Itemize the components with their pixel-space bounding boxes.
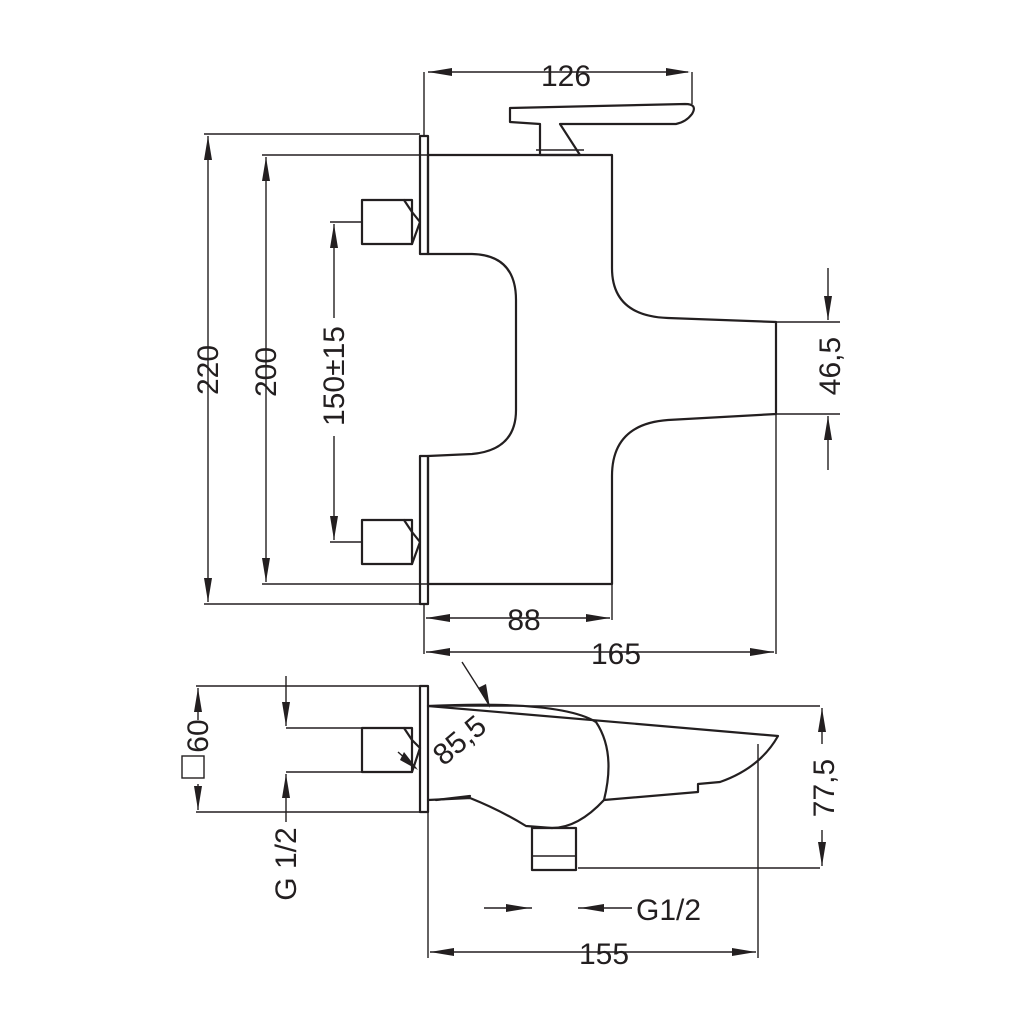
- dim-label-200: 200: [250, 347, 283, 397]
- dim-arrow: [330, 516, 338, 540]
- side-connection-nut-side: [402, 726, 422, 774]
- dim-label-g12-bottom: G1/2: [636, 894, 701, 927]
- side-view: 60 G 1/2 85,5 77,5 G1/2 155: [180, 661, 841, 971]
- side-wall-plate: [418, 684, 430, 814]
- dim-label-155: 155: [579, 938, 629, 971]
- dim-arrow: [282, 774, 290, 798]
- dim-label-g12-vertical: G 1/2: [270, 827, 303, 900]
- dim-arrow: [824, 416, 832, 440]
- spout-body-outline: [426, 704, 780, 830]
- dim-arrow: [330, 224, 338, 248]
- dim-label-165: 165: [591, 638, 641, 671]
- dim-label-150: 150±15: [318, 326, 351, 426]
- dim-arrow: [194, 688, 202, 712]
- dim-arrow: [204, 136, 212, 160]
- outlet-aerator: [530, 826, 578, 872]
- mixer-body-outline: [426, 153, 778, 586]
- top-view: 126 220 200 150±15 46,5 88 165: [192, 60, 847, 671]
- dim-arrow: [666, 68, 690, 76]
- spout-inner-curve: [426, 703, 610, 802]
- dim-arrow: [430, 948, 454, 956]
- dim-arrow: [824, 296, 832, 320]
- spout-lower-line: [434, 794, 472, 802]
- dim-label-126: 126: [541, 60, 591, 93]
- dim-arrow: [818, 842, 826, 866]
- dim-arrow: [282, 702, 290, 726]
- dim-label-85-5: 85,5: [427, 709, 493, 772]
- side-connection-nut: [360, 726, 414, 774]
- extension-lines-top-view: [204, 72, 840, 654]
- dim-arrow: [478, 684, 490, 708]
- label-mask: [180, 720, 218, 784]
- connection-nut-bottom-side: [402, 518, 422, 566]
- extension-lines-side-view: [196, 685, 820, 958]
- dim-arrow: [262, 157, 270, 181]
- wall-plate: [418, 134, 430, 606]
- dim-label-88: 88: [507, 604, 540, 637]
- dim-arrow: [580, 904, 604, 912]
- dim-arrow: [750, 648, 774, 656]
- dim-arrow: [732, 948, 756, 956]
- dim-arrow: [506, 904, 530, 912]
- connection-nut-top-side: [402, 198, 422, 246]
- dim-arrow: [428, 68, 452, 76]
- dim-arrow: [262, 558, 270, 582]
- dim-arrow: [818, 708, 826, 732]
- dim-label-77-5: 77,5: [808, 759, 841, 817]
- dim-arrow: [204, 578, 212, 602]
- dim-label-60: 60: [182, 719, 215, 752]
- dim-arrow: [426, 648, 450, 656]
- dim-arrow: [586, 614, 610, 622]
- connection-nut-top: [360, 198, 414, 246]
- label-mask: [806, 744, 838, 830]
- dim-arrow: [194, 786, 202, 810]
- label-mask: [318, 318, 350, 436]
- dim-arrow: [426, 614, 450, 622]
- square-symbol: [181, 755, 205, 779]
- dim-label-46-5: 46,5: [814, 337, 847, 395]
- lever-handle: [508, 102, 695, 157]
- dim-arrow: [400, 752, 418, 770]
- dim-label-220: 220: [192, 345, 225, 395]
- connection-nut-bottom: [360, 518, 414, 566]
